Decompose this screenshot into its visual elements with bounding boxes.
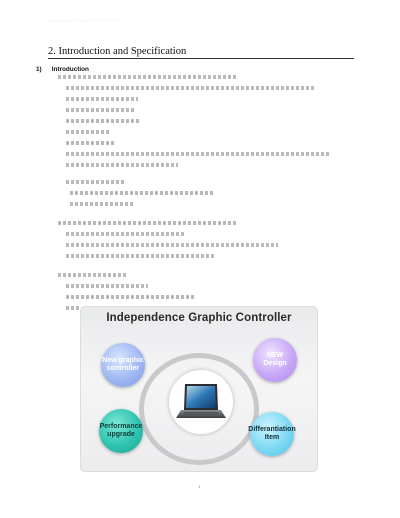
graphic-controller-figure: Independence Graphic Controller New grap (80, 306, 318, 472)
text-line (70, 202, 134, 206)
text-line (66, 108, 134, 112)
text-line (66, 163, 178, 167)
section-title: 2. Introduction and Specification (48, 46, 187, 57)
bubble-line: NEW (266, 352, 284, 360)
text-line (66, 119, 140, 123)
laptop-disc (169, 370, 233, 434)
text-line (66, 243, 278, 247)
figure-title: Independence Graphic Controller (106, 312, 292, 324)
text-line (66, 284, 148, 288)
text-line (66, 130, 110, 134)
text-line (58, 273, 128, 277)
text-line (66, 254, 216, 258)
bubble-line: upgrade (107, 431, 135, 438)
text-line (66, 152, 330, 156)
bubble-line: New graphic (102, 357, 144, 365)
text-line (66, 306, 80, 310)
text-line (58, 221, 236, 225)
title-rule (48, 58, 354, 59)
connector-ring (139, 353, 259, 465)
text-line (70, 191, 214, 195)
subsection-title: Introduction (51, 66, 89, 73)
running-head: · ·· · · · ·· · · · · · · · · · · · · · … (48, 18, 119, 23)
bubble-line: Design (263, 360, 287, 367)
page-number: 1 (198, 484, 201, 489)
bubble-line: Item (264, 434, 280, 441)
text-line (58, 75, 238, 79)
subsection-number: 1) (36, 66, 42, 73)
laptop-image (176, 384, 226, 418)
text-line (66, 232, 184, 236)
bubble-line: Performance (99, 423, 143, 431)
text-line (66, 141, 116, 145)
bubble-line: Differantiation (248, 426, 296, 434)
text-line (66, 86, 316, 90)
bubble-line: controller (106, 365, 140, 372)
subsection-heading: 1) Introduction (36, 66, 99, 73)
text-line (66, 295, 196, 299)
text-line (66, 97, 138, 101)
text-line (66, 180, 126, 184)
